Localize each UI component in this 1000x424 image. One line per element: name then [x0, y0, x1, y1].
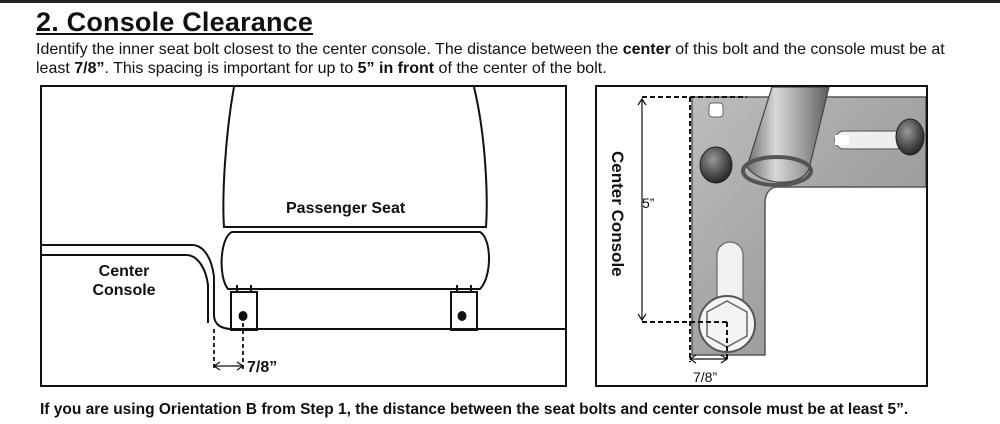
seat-cushion-outline — [220, 231, 490, 290]
intro-bold-distance: 7/8” — [74, 60, 105, 77]
bracket-photo-drawing — [637, 87, 926, 364]
console-label-line2: Console — [92, 282, 156, 299]
intro-bold-center: center — [622, 41, 671, 58]
console-outline — [42, 244, 565, 330]
instruction-paragraph: Identify the inner seat bolt closest to … — [36, 40, 976, 78]
left-bolt — [238, 311, 248, 321]
seat-diagram: Passenger Seat Center Console 7/8” — [40, 85, 567, 387]
console-label-right: Center Console — [608, 151, 627, 277]
section-heading: 2. Console Clearance — [36, 7, 314, 37]
intro-bold-front: 5” in front — [357, 60, 435, 77]
right-bolt — [457, 311, 467, 321]
seat-diagram-drawing — [42, 87, 565, 371]
seat-label: Passenger Seat — [286, 200, 406, 217]
console-label-line1: Center — [98, 263, 150, 280]
length-label: 5” — [642, 195, 655, 211]
top-rule — [0, 0, 1000, 3]
seat-back-outline — [222, 87, 488, 228]
left-bolt-bracket — [230, 291, 258, 331]
measure-label-right: 7/8” — [693, 369, 718, 385]
right-bolt-bracket — [450, 291, 478, 331]
intro-text-2: of this bolt and the console must be at … — [36, 41, 945, 77]
console-outline-inner — [42, 254, 209, 323]
bracket-photo: Center Console 5” 7/8” — [595, 85, 928, 387]
mount-hole — [708, 102, 724, 118]
right-knob — [895, 118, 925, 156]
measure-label-left: 7/8” — [247, 359, 278, 376]
intro-text-1: Identify the inner seat bolt closest to … — [36, 41, 623, 58]
orientation-note: If you are using Orientation B from Step… — [40, 401, 909, 418]
console-label-left: Center Console — [78, 262, 170, 300]
intro-text-3: . This spacing is important for up to — [104, 60, 358, 77]
intro-text-4: of the center of the bolt. — [434, 60, 607, 77]
left-knob — [699, 146, 733, 184]
